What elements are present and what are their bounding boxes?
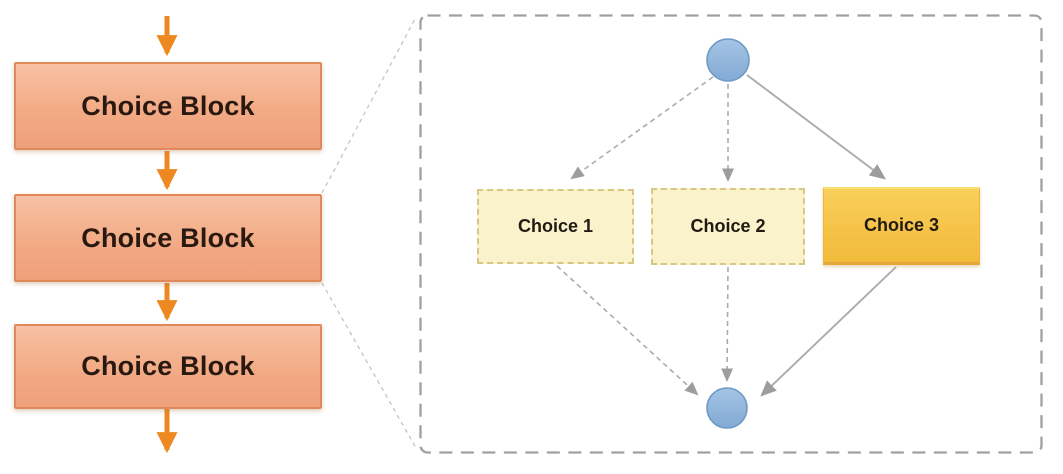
- choice-2-box: Choice 2: [651, 188, 805, 265]
- choice-1-box: Choice 1: [477, 189, 634, 264]
- choice-block-label: Choice Block: [81, 351, 255, 381]
- choice-block-label: Choice Block: [81, 222, 255, 253]
- zoom-guide-bottom: [321, 282, 417, 449]
- edge-choice1-to-exit: [556, 265, 699, 396]
- choice-block-label: Choice Block: [81, 90, 255, 121]
- choice-block-3: Choice Block: [14, 324, 322, 409]
- exit-node: [706, 387, 748, 429]
- choice-3-label: Choice 3: [863, 215, 940, 235]
- choice-3-box: Choice 3: [823, 187, 980, 265]
- choice-block-2: Choice Block: [14, 194, 322, 282]
- choice-block-1: Choice Block: [14, 62, 322, 150]
- choice-2-label: Choice 2: [690, 216, 766, 236]
- edge-entry-to-choice3: [746, 74, 886, 180]
- choice-1-label: Choice 1: [517, 216, 594, 236]
- edge-choice3-to-exit: [760, 266, 897, 397]
- entry-node: [706, 38, 750, 82]
- detail-panel-border: [419, 14, 1043, 454]
- edge-entry-to-choice1: [570, 76, 714, 180]
- zoom-guide-top: [321, 18, 416, 194]
- edge-choice2-to-exit: [721, 266, 734, 383]
